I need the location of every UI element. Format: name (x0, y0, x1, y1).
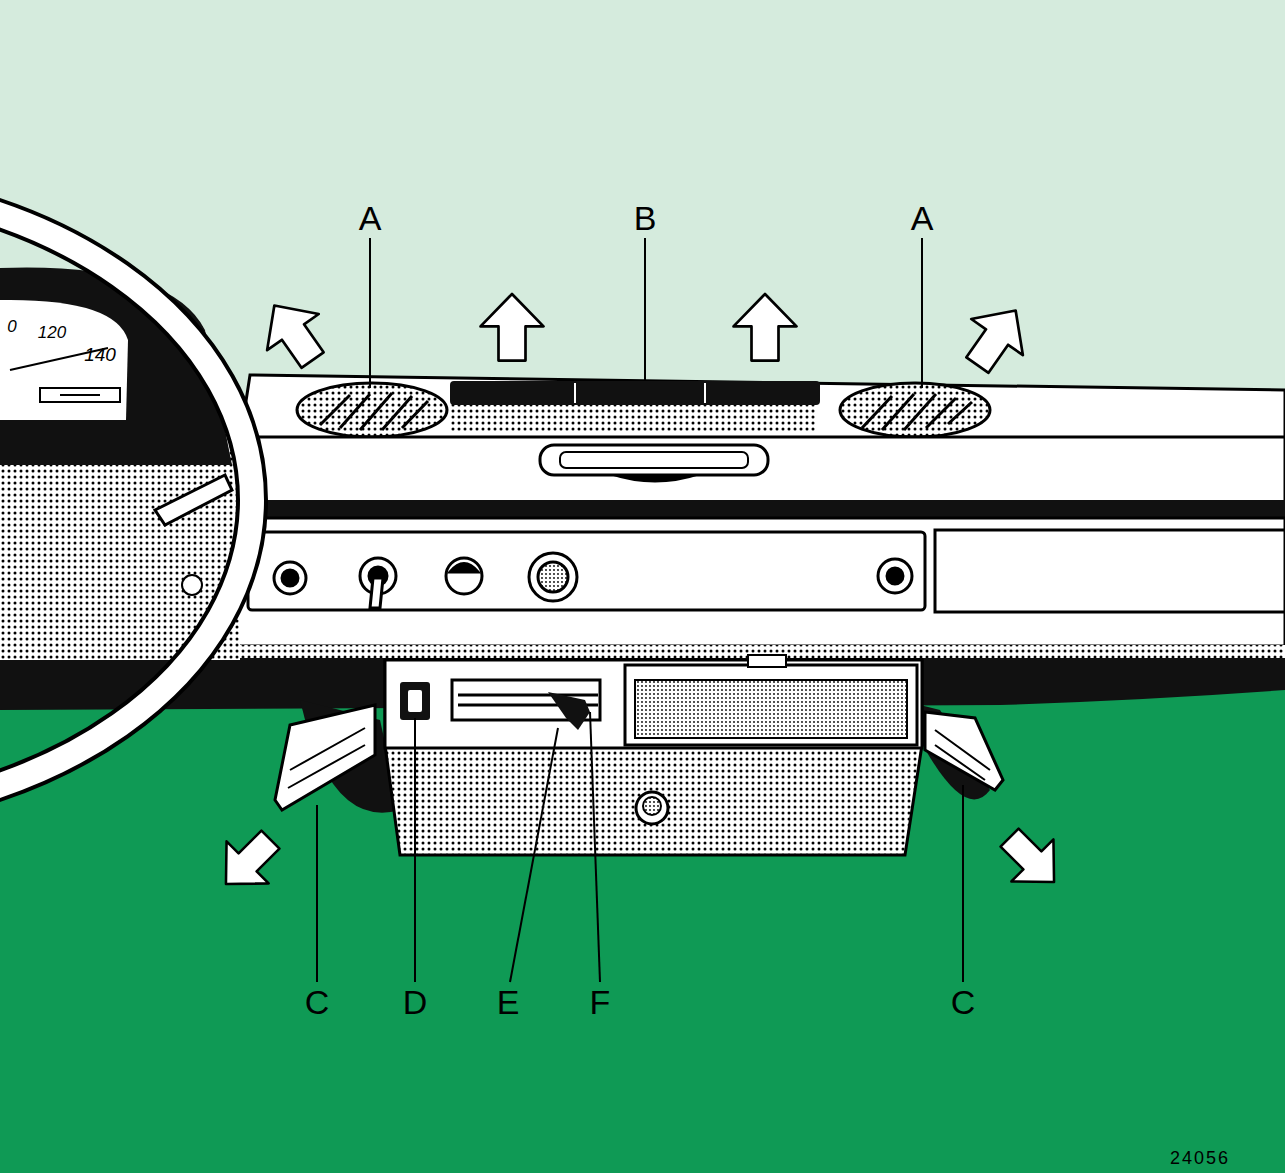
switch-panel (248, 532, 925, 610)
vent-a (297, 383, 447, 437)
gauge-number: 0 (7, 318, 16, 335)
switches (274, 553, 912, 608)
part-letter: A (359, 201, 382, 235)
instrument-cluster (0, 268, 240, 660)
vent-strip (450, 403, 815, 433)
dash-top (240, 375, 1285, 440)
part-letter: F (590, 985, 611, 1019)
vent-c (275, 705, 375, 810)
vent-a (840, 383, 990, 437)
figure-number: 24056 (1170, 1149, 1230, 1167)
part-letter: E (497, 985, 520, 1019)
part-letter: B (634, 201, 657, 235)
dash-face (235, 437, 1285, 502)
leader-lines (317, 238, 963, 982)
lower-panel (235, 518, 1285, 646)
part-letter: D (403, 985, 428, 1019)
handle (540, 445, 768, 475)
airflow-arrows (205, 287, 1075, 905)
part-letter: C (305, 985, 330, 1019)
gauge-number: 120 (38, 324, 66, 341)
vent-c (925, 712, 1003, 790)
steering-wheel (0, 182, 252, 818)
console (385, 655, 922, 855)
part-letter: A (911, 201, 934, 235)
vent-b (450, 381, 820, 405)
glovebox (935, 530, 1285, 612)
trim (235, 500, 1285, 518)
gauge-number: 140 (84, 345, 116, 364)
part-letter: C (951, 985, 976, 1019)
